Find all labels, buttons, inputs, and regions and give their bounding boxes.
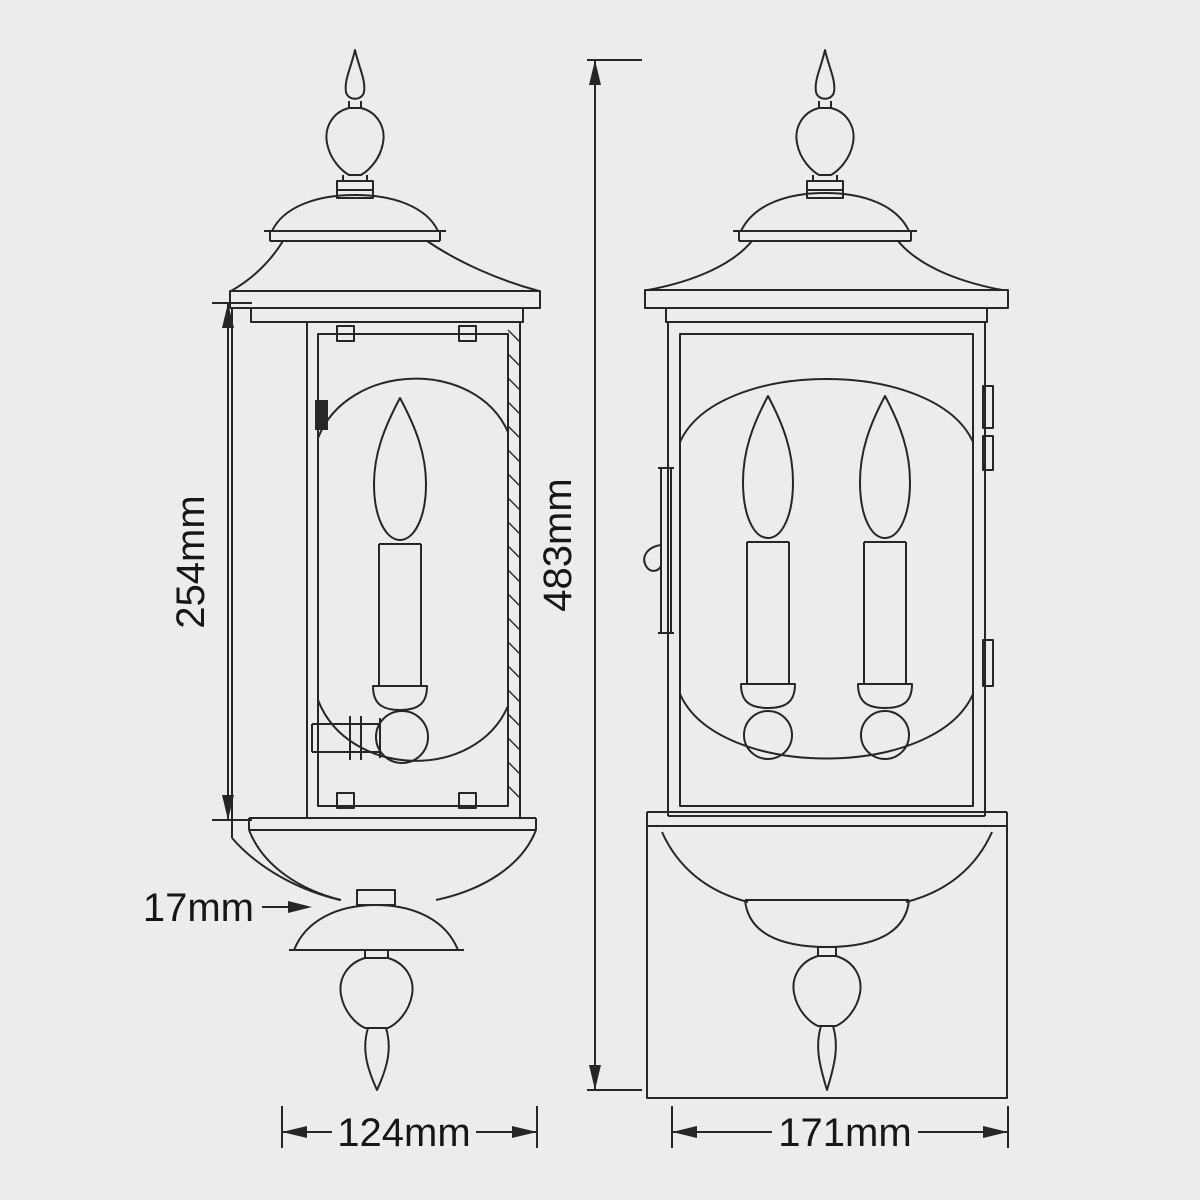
side-canopy-outline <box>230 194 540 292</box>
front-cornice <box>644 289 1009 323</box>
side-body-frame <box>306 321 521 819</box>
dim-124-lines <box>281 1106 538 1148</box>
front-hinge-tabs <box>982 385 994 687</box>
side-cornice-outline <box>229 290 541 323</box>
front-side-hook <box>643 467 674 634</box>
side-socket-ball <box>375 710 429 764</box>
side-burner-arm-outline <box>311 716 381 760</box>
arrow-left-icon <box>282 1126 307 1138</box>
dimension-side-height: 254mm <box>169 302 252 821</box>
front-lantern-body <box>667 321 986 817</box>
front-base <box>646 811 1008 1099</box>
side-wall-plate <box>231 308 341 901</box>
dim-483-lines <box>587 59 642 1091</box>
front-hinge-tabs-outline <box>982 385 994 687</box>
dim-label-side-height: 254mm <box>169 495 213 628</box>
front-socket-ball-left <box>743 710 793 760</box>
arrow-right-icon <box>983 1126 1008 1138</box>
side-finial-outline <box>325 49 385 199</box>
front-view: 483mm 171mm <box>536 49 1009 1155</box>
front-candle-right <box>857 395 913 760</box>
side-canopy <box>230 194 540 292</box>
dim-254-lines <box>212 302 252 821</box>
side-skirt <box>248 817 537 906</box>
arrow-down-icon <box>589 1065 601 1090</box>
side-top-finial <box>325 49 385 199</box>
dimension-side-gap: 17mm <box>143 886 312 930</box>
side-skirt-outline <box>248 817 537 906</box>
side-glass-hatch <box>507 329 521 799</box>
front-candle-right-outline <box>857 395 913 709</box>
front-base-outline <box>646 811 1008 1099</box>
arrow-down-icon <box>222 795 234 820</box>
dimension-front-width: 171mm <box>671 1106 1009 1155</box>
dim-label-side-width: 124mm <box>337 1111 470 1155</box>
front-finial-outline <box>795 49 855 199</box>
front-candle-left <box>740 395 796 760</box>
front-candle-left-outline <box>740 395 796 709</box>
front-top-finial <box>795 49 855 199</box>
side-lantern-body <box>306 321 521 819</box>
front-canopy-outline <box>647 192 1003 291</box>
arrow-right-icon <box>512 1126 537 1138</box>
side-bottom-finial-outline <box>289 904 464 1091</box>
dimension-front-height: 483mm <box>536 59 642 1091</box>
side-door-latch <box>315 400 328 430</box>
arrow-up-icon <box>589 60 601 85</box>
side-wall-plate-outline <box>231 308 341 901</box>
dim-label-front-width: 171mm <box>778 1111 911 1155</box>
dimension-side-width: 124mm <box>281 1106 538 1155</box>
arrow-left-icon <box>672 1126 697 1138</box>
side-cornice <box>229 290 541 323</box>
dim-171-lines <box>671 1106 1009 1148</box>
side-burner-arm <box>311 716 381 760</box>
front-cornice-outline <box>644 289 1009 323</box>
front-side-hook-outline <box>643 467 674 634</box>
side-candle <box>372 397 429 764</box>
front-body-frame <box>667 321 986 817</box>
front-socket-ball-right <box>860 710 910 760</box>
front-canopy <box>647 192 1003 291</box>
arrow-up-icon <box>222 303 234 328</box>
side-bottom-finial <box>289 904 464 1091</box>
arrow-right-icon <box>288 901 312 913</box>
dim-label-side-gap: 17mm <box>143 886 254 930</box>
side-view: 254mm 17mm 124mm <box>143 49 541 1155</box>
dim-label-front-height: 483mm <box>536 478 580 611</box>
side-candle-outline <box>372 397 428 711</box>
